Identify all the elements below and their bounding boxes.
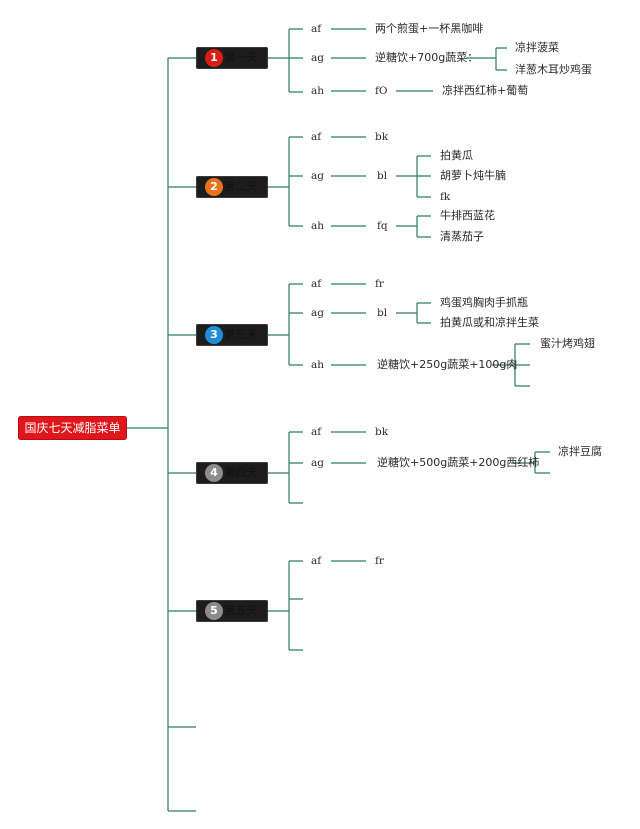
meal-code: bk [375, 426, 389, 438]
meal-code: bl [377, 307, 388, 319]
meal-code: bl [377, 170, 388, 182]
connector-d4-branch [268, 431, 303, 504]
meal-code: fr [375, 278, 384, 290]
connector-d2-ag [331, 155, 431, 198]
connector-d5-branch [268, 560, 303, 651]
dish-item: 清蒸茄子 [440, 230, 484, 243]
meal-value: 逆糖饮+250g蔬菜+100g肉 [377, 358, 518, 371]
meal-code: fq [377, 220, 388, 232]
meal-code: fO [375, 85, 388, 97]
meal-key-ah: ah [311, 359, 325, 371]
day-node-3: 3 第三天 [196, 324, 268, 346]
meal-key-ag: ag [311, 457, 324, 469]
dish-item: 凉拌菠菜 [515, 41, 559, 54]
day-number-badge: 4 [205, 464, 223, 482]
day-label: 第二天 [224, 180, 257, 193]
dish-item: 蜜汁烤鸡翅 [540, 337, 595, 350]
day-label: 第五天 [224, 604, 257, 617]
dish-item: 牛排西蓝花 [440, 209, 495, 222]
connector-d3-ah [331, 343, 530, 387]
meal-code: bk [375, 131, 389, 143]
dish-item: 洋葱木耳炒鸡蛋 [515, 63, 592, 76]
connector-d3-ag [331, 302, 431, 324]
day-label: 第一天 [224, 51, 257, 64]
connector-d2-branch [268, 136, 303, 227]
meal-value: 两个煎蛋+一杯黑咖啡 [375, 22, 484, 35]
meal-key-af: af [311, 23, 322, 35]
meal-key-af: af [311, 426, 322, 438]
day-node-5: 5 第五天 [196, 600, 268, 622]
connector-d2-ah [331, 215, 431, 238]
root-node: 国庆七天减脂菜单 [18, 416, 127, 440]
meal-key-ah: ah [311, 85, 325, 97]
connector-d1-branch [268, 28, 303, 93]
meal-key-ah: ah [311, 220, 325, 232]
day-number-badge: 3 [205, 326, 223, 344]
meal-key-ag: ag [311, 52, 324, 64]
day-label: 第三天 [224, 328, 257, 341]
meal-value: 凉拌西红柿+葡萄 [442, 84, 529, 97]
day-node-4: 4 第四天 [196, 462, 268, 484]
connector-d4-ag [331, 451, 550, 474]
meal-value: 逆糖饮+700g蔬菜： [375, 51, 479, 64]
connector-d1-ag-sub [466, 47, 507, 71]
meal-key-af: af [311, 131, 322, 143]
day-number-badge: 1 [205, 49, 223, 67]
dish-item: 凉拌豆腐 [558, 445, 602, 458]
meal-code: fr [375, 555, 384, 567]
day-number-badge: 2 [205, 178, 223, 196]
day-label: 第四天 [224, 466, 257, 479]
meal-key-ag: ag [311, 170, 324, 182]
day-node-2: 2 第二天 [196, 176, 268, 198]
meal-key-af: af [311, 555, 322, 567]
meal-value: 逆糖饮+500g蔬菜+200g西红柿 [377, 456, 540, 469]
dish-item: 拍黄瓜或和凉拌生菜 [440, 316, 539, 329]
day-number-badge: 5 [205, 602, 223, 620]
dish-item: 鸡蛋鸡胸肉手抓瓶 [440, 296, 528, 309]
connector-d3-branch [268, 283, 303, 366]
meal-key-ag: ag [311, 307, 324, 319]
dish-item: 拍黄瓜 [440, 149, 473, 162]
dish-item: fk [440, 191, 451, 203]
meal-key-af: af [311, 278, 322, 290]
dish-item: 胡萝卜炖牛腩 [440, 169, 506, 182]
day-node-1: 1 第一天 [196, 47, 268, 69]
